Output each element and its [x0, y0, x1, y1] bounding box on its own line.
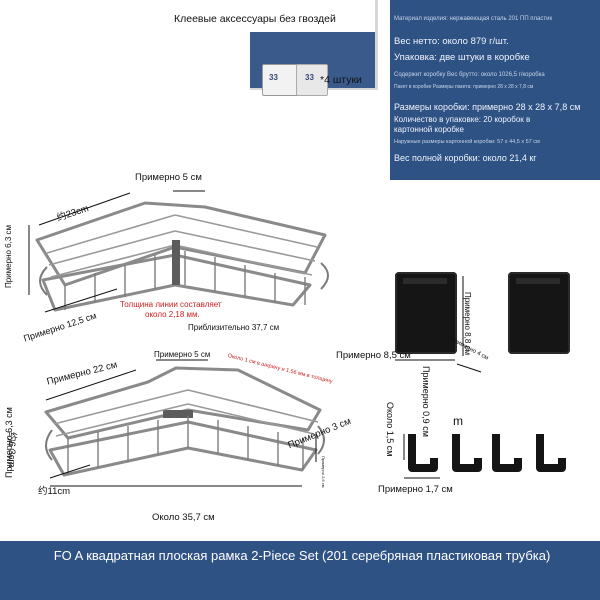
- adhesive-hook-icon: 33: [262, 64, 300, 96]
- shelf-bottom-dim-11cm: 约11cm: [38, 486, 71, 497]
- caption-bar: [0, 541, 600, 600]
- hook-header-area: [250, 0, 375, 36]
- bracket-dim-thickness: Примерно 0,9 см: [421, 366, 431, 437]
- spec-outer-size: Наружные размеры картонной коробки: 57 x…: [394, 139, 540, 145]
- spec-qty-pack-2: картонной коробке: [394, 125, 464, 134]
- hook-section-title: Клеевые аксессуары без гвоздей: [174, 13, 336, 25]
- hooks-drawing: [403, 434, 566, 479]
- mounting-bracket-left: [395, 272, 457, 354]
- hook-label-b: 33: [305, 73, 314, 82]
- shelf-top-dim-37cm: Приблизительно 37,7 см: [188, 323, 280, 332]
- hook-dim-height: Около 1,5 см: [385, 402, 395, 457]
- spec-qty-pack: Количество в упаковке: 20 коробок в: [394, 115, 531, 124]
- spec-box-size: Размеры коробки: примерно 28 x 28 x 7,8 …: [394, 102, 581, 112]
- shelf-top-dim-height: Примерно 6,3 см: [4, 225, 13, 288]
- shelf-bottom-dim-5cm: Примерно 5 см: [154, 350, 211, 359]
- spec-material: Материал изделия: нержавеющая сталь 201 …: [394, 16, 553, 22]
- bracket-dimension-lines: [395, 276, 482, 373]
- bracket-dim-width: Примерно 8,5 см: [336, 350, 411, 361]
- product-caption: FO A квадратная плоская рамка 2-Piece Se…: [53, 548, 551, 563]
- spec-net-weight: Вес нетто: около 879 г/шт.: [394, 36, 509, 47]
- corner-shelf-bottom-drawing: [44, 359, 325, 487]
- shelf-top-wire-note-2: около 2,18 мм.: [145, 310, 200, 319]
- hook-dim-width: Примерно 1,7 см: [378, 484, 453, 495]
- hook-marker: m: [453, 414, 463, 428]
- spec-packing: Упаковка: две штуки в коробке: [394, 52, 530, 63]
- hook-quantity: *4 штуки: [320, 74, 362, 86]
- shelf-bottom-dim-35cm: Около 35,7 см: [152, 512, 215, 523]
- shelf-bottom-dim-height: Примерно 6,3 см: [4, 407, 14, 478]
- shelf-top-dim-5cm: Примерно 5 см: [135, 172, 202, 183]
- shelf-bottom-dim-2-6cm: Примерно 2,6 см: [321, 456, 326, 488]
- spec-panel: Материал изделия: нержавеющая сталь 201 …: [390, 0, 600, 180]
- spec-gross-weight: Вес полной коробки: около 21,4 кг: [394, 153, 537, 163]
- mounting-bracket-right: [508, 272, 570, 354]
- spec-box-contents: Содержит коробку Вес брутто: около 1026,…: [394, 72, 545, 78]
- hook-label-a: 33: [269, 73, 278, 82]
- adhesive-hook-icon: 33: [296, 64, 328, 96]
- spec-box-note: Пакет в коробке Размеры пакета: примерно…: [394, 84, 534, 90]
- corner-shelf-top-drawing: [28, 190, 329, 313]
- shelf-top-wire-note: Толщина линии составляет: [120, 300, 222, 309]
